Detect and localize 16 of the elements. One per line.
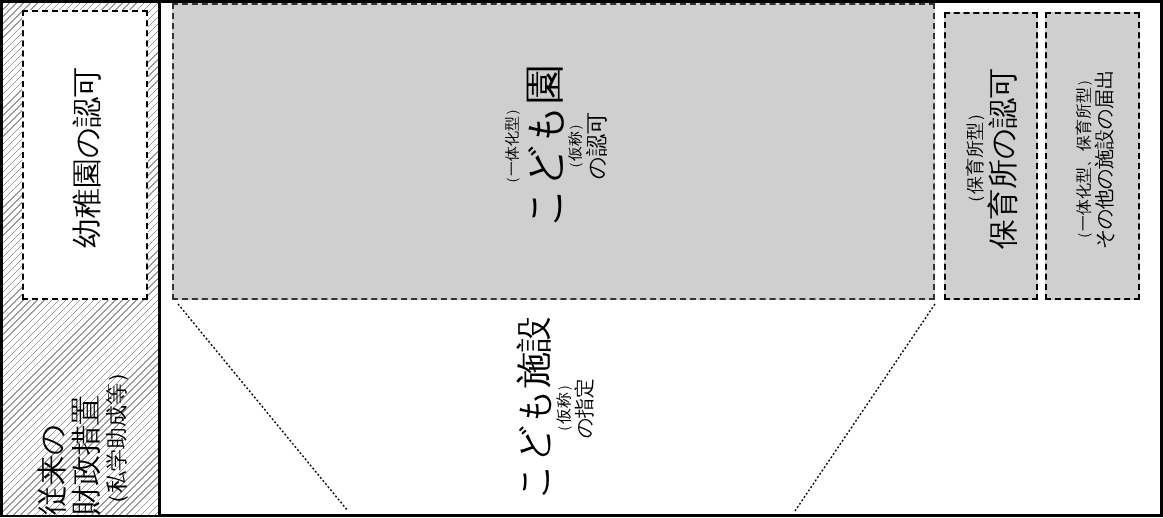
column-heading: 従来の財政措置: [34, 394, 104, 515]
sub-label: （一体化型）: [502, 100, 520, 190]
box-label: 保育所の認可: [986, 67, 1021, 249]
box-label: こども園: [519, 63, 566, 227]
sub-label: （保育所型）: [965, 104, 987, 212]
sub-label: （一体化型、保育所型）: [1073, 70, 1093, 246]
box-label: 幼稚園の認可: [69, 66, 105, 248]
box-label: （仮称）: [565, 115, 584, 175]
shaded-box: [172, 3, 935, 300]
dashed-box: [22, 10, 148, 300]
hatched-column: [3, 3, 161, 515]
shaded-box: [1045, 12, 1140, 300]
box-label: その他の施設の届出: [1092, 68, 1116, 248]
box-label: （私学助成等）: [103, 361, 130, 515]
shaded-box: [944, 12, 1038, 300]
box-label: の認可: [583, 111, 609, 179]
